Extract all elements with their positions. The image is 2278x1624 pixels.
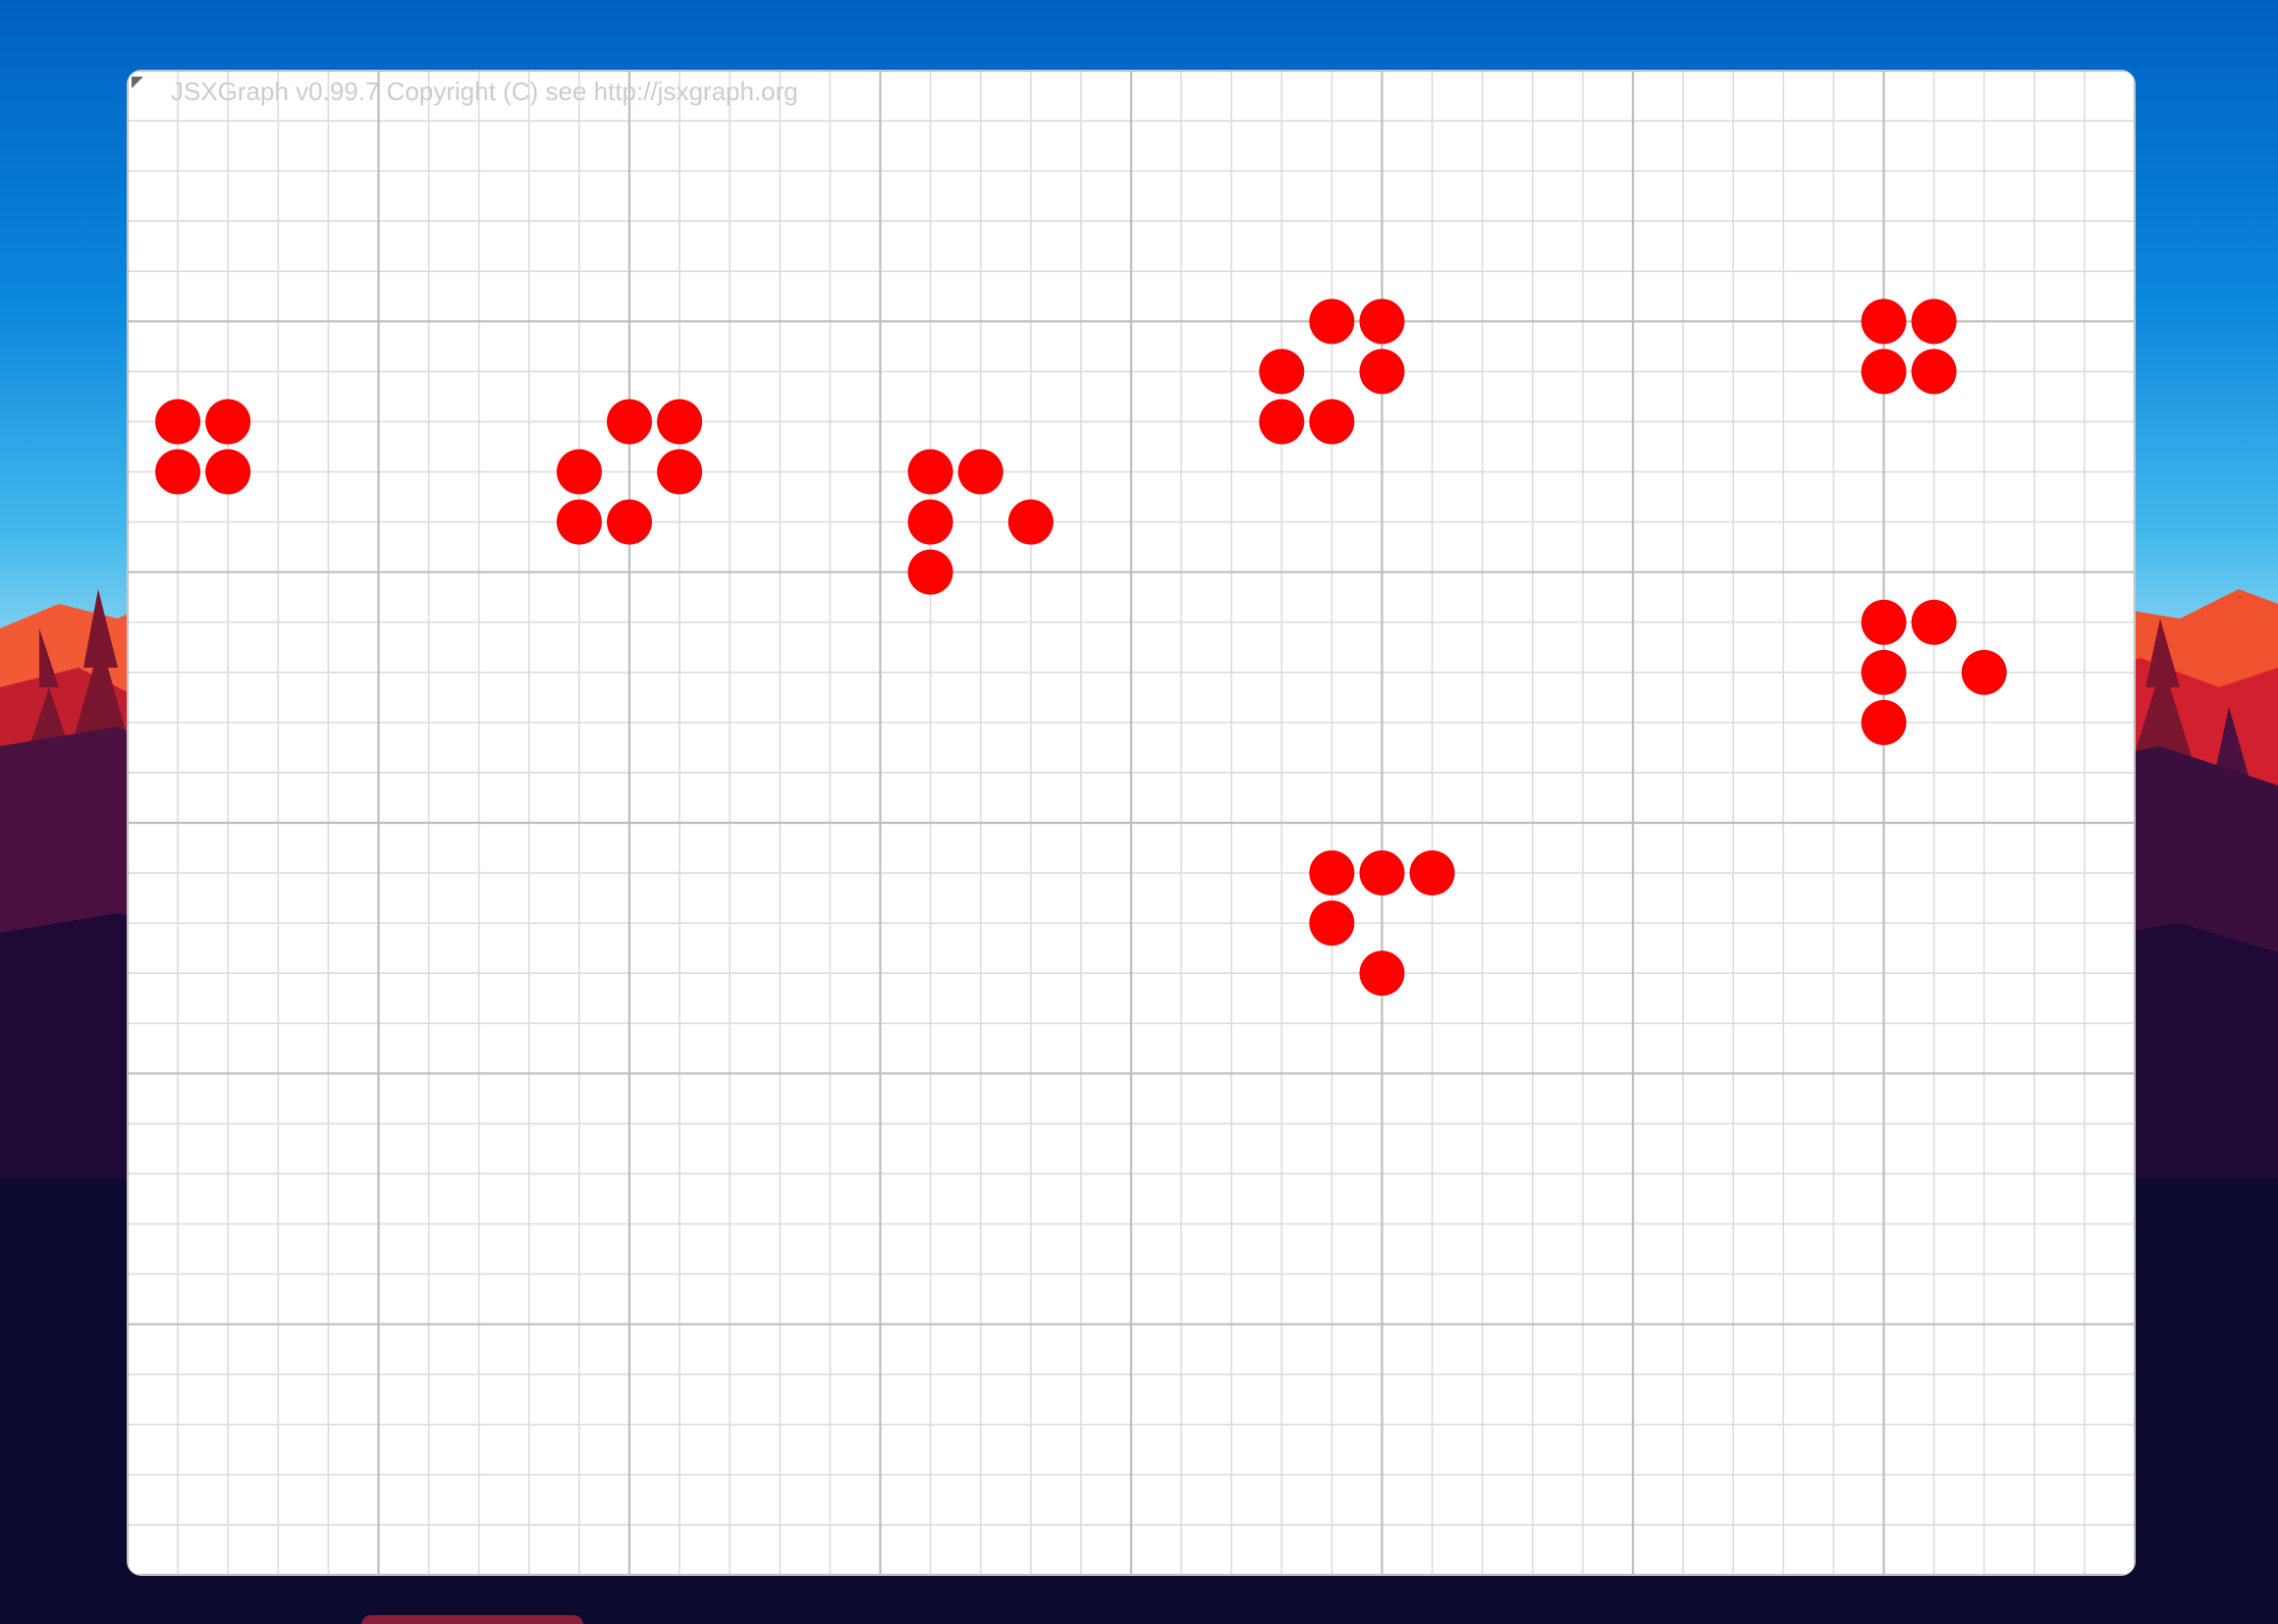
grid-point[interactable] [1861, 649, 1907, 695]
grid-point[interactable] [1961, 649, 2007, 695]
grid-point[interactable] [1861, 699, 1907, 745]
dock-tab[interactable] [361, 1615, 583, 1624]
grid-point[interactable] [657, 449, 703, 495]
grid-point[interactable] [1911, 599, 1957, 645]
grid-point[interactable] [1309, 850, 1355, 896]
grid-point[interactable] [1359, 298, 1405, 345]
jsxgraph-board[interactable]: JSXGraph v0.99.7 Copyright (C) see http:… [128, 71, 2135, 1575]
grid-point[interactable] [907, 499, 953, 545]
grid-point[interactable] [957, 449, 1003, 495]
grid-point[interactable] [1259, 399, 1305, 445]
grid-point[interactable] [1259, 349, 1305, 395]
grid-point[interactable] [607, 399, 652, 445]
navigation-arrow-icon[interactable] [130, 75, 151, 96]
grid-point[interactable] [1359, 850, 1405, 896]
board-canvas[interactable] [128, 71, 2135, 1575]
grid-point[interactable] [556, 449, 602, 495]
grid-point[interactable] [907, 449, 953, 495]
grid-point[interactable] [205, 399, 251, 445]
grid-point[interactable] [155, 449, 201, 495]
grid-point[interactable] [205, 449, 251, 495]
grid-point[interactable] [1359, 349, 1405, 395]
grid-point[interactable] [1861, 599, 1907, 645]
grid-point[interactable] [1309, 900, 1355, 947]
points-layer [155, 298, 2007, 997]
grid-point[interactable] [657, 399, 703, 445]
grid-point[interactable] [155, 399, 201, 445]
grid-point[interactable] [907, 549, 953, 595]
grid-point[interactable] [1911, 298, 1957, 345]
grid-point[interactable] [1359, 950, 1405, 997]
grid-point[interactable] [1409, 850, 1455, 896]
grid-point[interactable] [1861, 349, 1907, 395]
grid-point[interactable] [1007, 499, 1054, 545]
grid-point[interactable] [556, 499, 602, 545]
copyright-text: JSXGraph v0.99.7 Copyright (C) see http:… [171, 77, 798, 106]
grid-point[interactable] [607, 499, 652, 545]
grid-point[interactable] [1309, 298, 1355, 345]
grid-point[interactable] [1309, 399, 1355, 445]
grid-point[interactable] [1911, 349, 1957, 395]
grid-point[interactable] [1861, 298, 1907, 345]
